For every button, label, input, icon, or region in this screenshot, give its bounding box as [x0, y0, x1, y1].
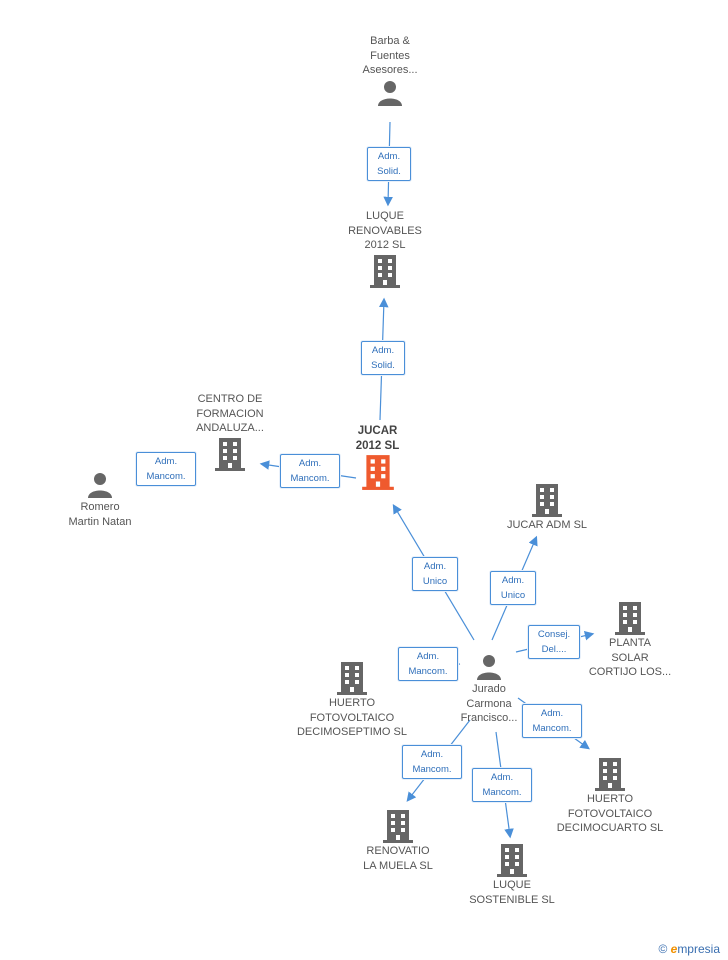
building-icon [215, 437, 245, 471]
brand-initial: e [670, 942, 678, 956]
node-planta-solar[interactable]: PLANTA SOLAR CORTIJO LOS... [582, 600, 678, 680]
building-icon [532, 484, 562, 517]
role-badge-romero-centro[interactable]: Adm. Mancom. [136, 452, 196, 486]
role-badge-jurado-luque-sostenible[interactable]: Adm. Mancom. [472, 768, 532, 802]
node-label: JUCAR 2012 SL [355, 425, 400, 452]
node-label: LUQUE SOSTENIBLE SL [469, 879, 555, 906]
node-label: JUCAR ADM SL [506, 519, 588, 531]
node-label: Barba & Fuentes Asesores... [362, 35, 418, 76]
node-label: RENOVATIO LA MUELA SL [363, 845, 433, 872]
building-icon [615, 602, 645, 635]
building-icon [370, 254, 400, 288]
node-label: PLANTA SOLAR CORTIJO LOS... [588, 637, 672, 678]
node-label: Jurado Carmona Francisco... [460, 683, 518, 724]
role-badge-jurado-huerto14[interactable]: Adm. Mancom. [522, 704, 582, 738]
node-jurado-carmona[interactable]: Jurado Carmona Francisco... [444, 652, 534, 726]
building-icon [497, 844, 527, 877]
role-badge-jurado-jucar[interactable]: Adm. Unico [412, 557, 458, 591]
role-badge-jucar-centro[interactable]: Adm. Mancom. [280, 454, 340, 488]
node-huerto-decimocuarto[interactable]: HUERTO FOTOVOLTAICO DECIMOCUARTO SL [554, 756, 666, 836]
node-luque-renovables[interactable]: LUQUE RENOVABLES 2012 SL [335, 209, 435, 289]
role-badge-jurado-huerto17[interactable]: Adm. Mancom. [398, 647, 458, 681]
building-icon [361, 455, 394, 490]
copyright-symbol: © [658, 942, 668, 956]
node-label: HUERTO FOTOVOLTAICO DECIMOCUARTO SL [556, 793, 664, 834]
empresia-logo[interactable]: © empresia [658, 942, 720, 956]
role-badge-barba-luque[interactable]: Adm. Solid. [367, 147, 411, 181]
node-label: LUQUE RENOVABLES 2012 SL [348, 210, 422, 251]
person-icon [378, 80, 402, 106]
role-badge-jurado-renovatio[interactable]: Adm. Mancom. [402, 745, 462, 779]
person-icon [477, 655, 501, 680]
building-icon [595, 758, 625, 791]
person-icon [88, 473, 112, 498]
building-icon [383, 810, 413, 843]
node-romero-martin[interactable]: Romero Martin Natan [55, 470, 145, 529]
building-icon [337, 662, 367, 695]
node-luque-sostenible[interactable]: LUQUE SOSTENIBLE SL [464, 842, 560, 907]
brand-name: mpresia [677, 942, 720, 956]
role-badge-jurado-jucar-adm[interactable]: Adm. Unico [490, 571, 536, 605]
role-badge-jucar-luque[interactable]: Adm. Solid. [361, 341, 405, 375]
node-renovatio[interactable]: RENOVATIO LA MUELA SL [350, 808, 446, 873]
node-label: Romero Martin Natan [68, 501, 132, 528]
node-label: CENTRO DE FORMACION ANDALUZA... [196, 393, 264, 434]
role-badge-jurado-planta[interactable]: Consej. Del.... [528, 625, 580, 659]
node-label: HUERTO FOTOVOLTAICO DECIMOSEPTIMO SL [296, 697, 408, 738]
node-barba-fuentes[interactable]: Barba & Fuentes Asesores... [345, 34, 435, 108]
node-centro-formacion[interactable]: CENTRO DE FORMACION ANDALUZA... [182, 392, 278, 472]
node-jucar-adm[interactable]: JUCAR ADM SL [497, 482, 597, 533]
node-huerto-decimoseptimo[interactable]: HUERTO FOTOVOLTAICO DECIMOSEPTIMO SL [296, 660, 408, 740]
node-jucar-2012[interactable]: JUCAR 2012 SL [335, 424, 420, 491]
